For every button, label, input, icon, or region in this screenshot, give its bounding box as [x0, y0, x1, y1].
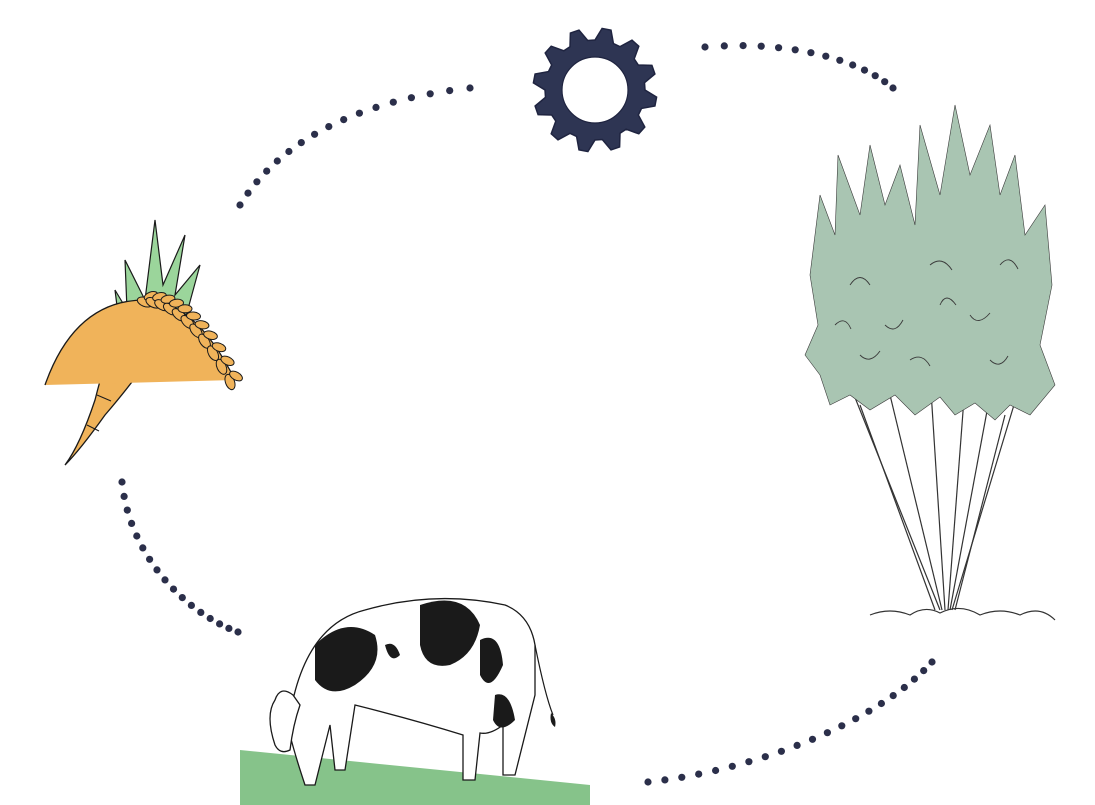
connector-dot — [311, 131, 318, 138]
connector-dot — [701, 43, 708, 50]
connector-dot — [133, 532, 140, 539]
connector-top-left — [236, 84, 473, 208]
connector-bottom-right — [644, 658, 935, 785]
connector-dot — [161, 576, 168, 583]
gear-hole — [562, 57, 628, 123]
connector-dot — [446, 87, 453, 94]
connector-dot — [792, 46, 799, 53]
connector-dot — [188, 602, 195, 609]
connector-dot — [729, 763, 736, 770]
connector-dot — [298, 139, 305, 146]
grass — [240, 750, 590, 805]
connector-dot — [427, 90, 434, 97]
tree-foliage — [805, 105, 1055, 420]
connector-dot — [836, 57, 843, 64]
connector-dot — [408, 94, 415, 101]
connector-dot — [274, 157, 281, 164]
connector-dot — [901, 684, 908, 691]
connector-bottom-left — [118, 478, 241, 635]
carrot-wheat-icon — [35, 210, 260, 475]
tree-icon — [790, 85, 1060, 630]
connector-dot — [775, 44, 782, 51]
connector-dot — [778, 748, 785, 755]
connector-dot — [721, 42, 728, 49]
connector-dot — [911, 676, 918, 683]
connector-dot — [809, 736, 816, 743]
connector-dot — [822, 53, 829, 60]
connector-dot — [325, 123, 332, 130]
connector-dot — [762, 753, 769, 760]
connector-dot — [146, 556, 153, 563]
connector-dot — [928, 658, 935, 665]
connector-dot — [285, 148, 292, 155]
connector-dot — [849, 61, 856, 68]
connector-dot — [852, 715, 859, 722]
connector-dot — [170, 586, 177, 593]
connector-dot — [139, 544, 146, 551]
connector-dot — [153, 566, 160, 573]
connector-dot — [878, 700, 885, 707]
cow-icon — [235, 585, 595, 805]
connector-dot — [872, 72, 879, 79]
connector-dot — [740, 42, 747, 49]
connector-dot — [225, 625, 232, 632]
connector-dot — [356, 110, 363, 117]
connector-dot — [263, 168, 270, 175]
connector-dot — [861, 67, 868, 74]
connector-dot — [207, 615, 214, 622]
connector-dot — [179, 594, 186, 601]
connector-dot — [372, 104, 379, 111]
connector-dot — [244, 190, 251, 197]
connector-dot — [920, 667, 927, 674]
connector-dot — [695, 771, 702, 778]
connector-dot — [128, 520, 135, 527]
connector-dot — [712, 767, 719, 774]
connector-dot — [661, 776, 668, 783]
connector-dot — [644, 778, 651, 785]
connector-dot — [118, 478, 125, 485]
connector-dot — [216, 620, 223, 627]
connector-dot — [824, 729, 831, 736]
connector-dot — [340, 116, 347, 123]
connector-dot — [390, 99, 397, 106]
connector-dot — [758, 43, 765, 50]
connector-dot — [124, 507, 131, 514]
connector-dot — [890, 692, 897, 699]
connector-dot — [197, 609, 204, 616]
connector-dot — [807, 49, 814, 56]
wheat-grain — [178, 305, 192, 313]
gear-icon — [515, 20, 675, 160]
connector-dot — [253, 178, 260, 185]
connector-dot — [121, 493, 128, 500]
connector-dot — [838, 722, 845, 729]
connector-dot — [678, 774, 685, 781]
connector-dot — [794, 742, 801, 749]
connector-dot — [236, 201, 243, 208]
connector-dot — [745, 758, 752, 765]
connector-dot — [466, 84, 473, 91]
connector-dot — [865, 708, 872, 715]
